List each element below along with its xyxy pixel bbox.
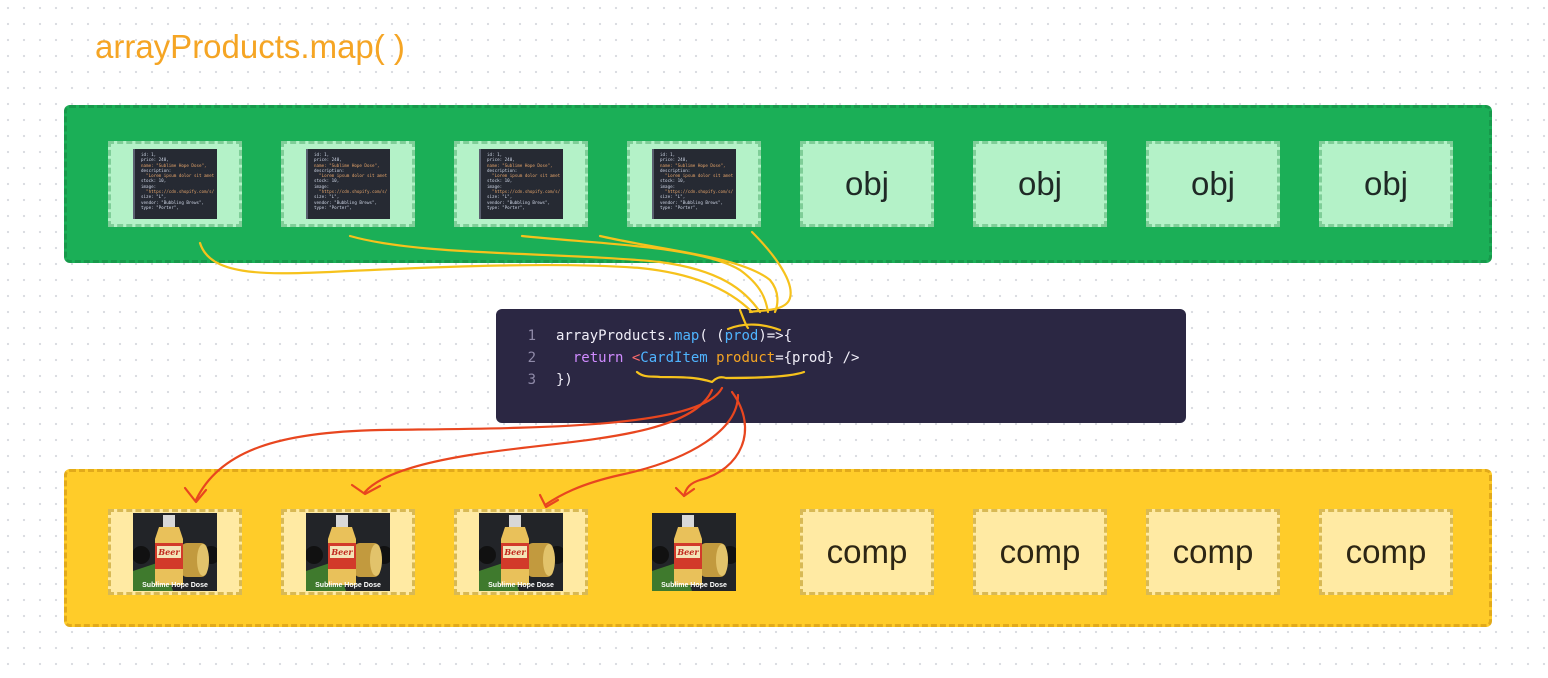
- code-text: }): [556, 372, 573, 388]
- code-text: return <CardItem product={prod} />: [556, 350, 860, 366]
- diagram-title: arrayProducts.map( ): [95, 28, 405, 65]
- product-card-image: Beer Sublime Hope Dose: [133, 513, 217, 591]
- beer-bottle-icon: Beer: [479, 513, 563, 591]
- component-cell-label: comp: [973, 509, 1107, 595]
- beer-bottle-icon: Beer: [306, 513, 390, 591]
- code-line: 1 arrayProducts.map( (prod)=>{: [496, 325, 1186, 347]
- beer-bottle-icon: Beer: [652, 513, 736, 591]
- component-cell: Beer Sublime Hope Dose: [454, 509, 588, 595]
- object-code-thumbnail: id: 1,price: 240,name: "Sublime Hope Dos…: [652, 149, 736, 219]
- object-cell: id: 1,price: 240,name: "Sublime Hope Dos…: [627, 141, 761, 227]
- object-code-thumbnail: id: 1,price: 240,name: "Sublime Hope Dos…: [479, 149, 563, 219]
- svg-text:Beer: Beer: [157, 547, 180, 557]
- code-line: 3 }): [496, 369, 1186, 391]
- svg-text:Beer: Beer: [330, 547, 353, 557]
- component-cell: Beer Sublime Hope Dose: [281, 509, 415, 595]
- product-card-image: Beer Sublime Hope Dose: [306, 513, 390, 591]
- object-cell-label: obj: [973, 141, 1107, 227]
- product-card-image: Beer Sublime Hope Dose: [652, 513, 736, 591]
- component-cell-label: comp: [1146, 509, 1280, 595]
- object-code-thumbnail: id: 1,price: 240,name: "Sublime Hope Dos…: [133, 149, 217, 219]
- object-cell: id: 1,price: 240,name: "Sublime Hope Dos…: [108, 141, 242, 227]
- object-cell: id: 1,price: 240,name: "Sublime Hope Dos…: [454, 141, 588, 227]
- line-number: 3: [527, 372, 536, 388]
- object-cell-label: obj: [1146, 141, 1280, 227]
- object-cell-label: obj: [1319, 141, 1453, 227]
- code-text: arrayProducts.map( (prod)=>{: [556, 328, 793, 344]
- component-cell: Beer Sublime Hope Dose: [108, 509, 242, 595]
- code-block: 1 arrayProducts.map( (prod)=>{ 2 return …: [496, 309, 1186, 423]
- code-line: 2 return <CardItem product={prod} />: [496, 347, 1186, 369]
- object-code-thumbnail: id: 1,price: 240,name: "Sublime Hope Dos…: [306, 149, 390, 219]
- product-card-caption: Sublime Hope Dose: [488, 582, 554, 589]
- line-number: 2: [527, 350, 536, 366]
- svg-text:Beer: Beer: [676, 547, 699, 557]
- product-card-caption: Sublime Hope Dose: [142, 582, 208, 589]
- line-number: 1: [527, 328, 536, 344]
- object-cell-label: obj: [800, 141, 934, 227]
- component-cell-label: comp: [800, 509, 934, 595]
- svg-text:Beer: Beer: [503, 547, 526, 557]
- component-cell-label: comp: [1319, 509, 1453, 595]
- product-card-caption: Sublime Hope Dose: [661, 582, 727, 589]
- product-card-image: Beer Sublime Hope Dose: [479, 513, 563, 591]
- object-cell: id: 1,price: 240,name: "Sublime Hope Dos…: [281, 141, 415, 227]
- component-cell: Beer Sublime Hope Dose: [627, 509, 761, 595]
- beer-bottle-icon: Beer: [133, 513, 217, 591]
- product-card-caption: Sublime Hope Dose: [315, 582, 381, 589]
